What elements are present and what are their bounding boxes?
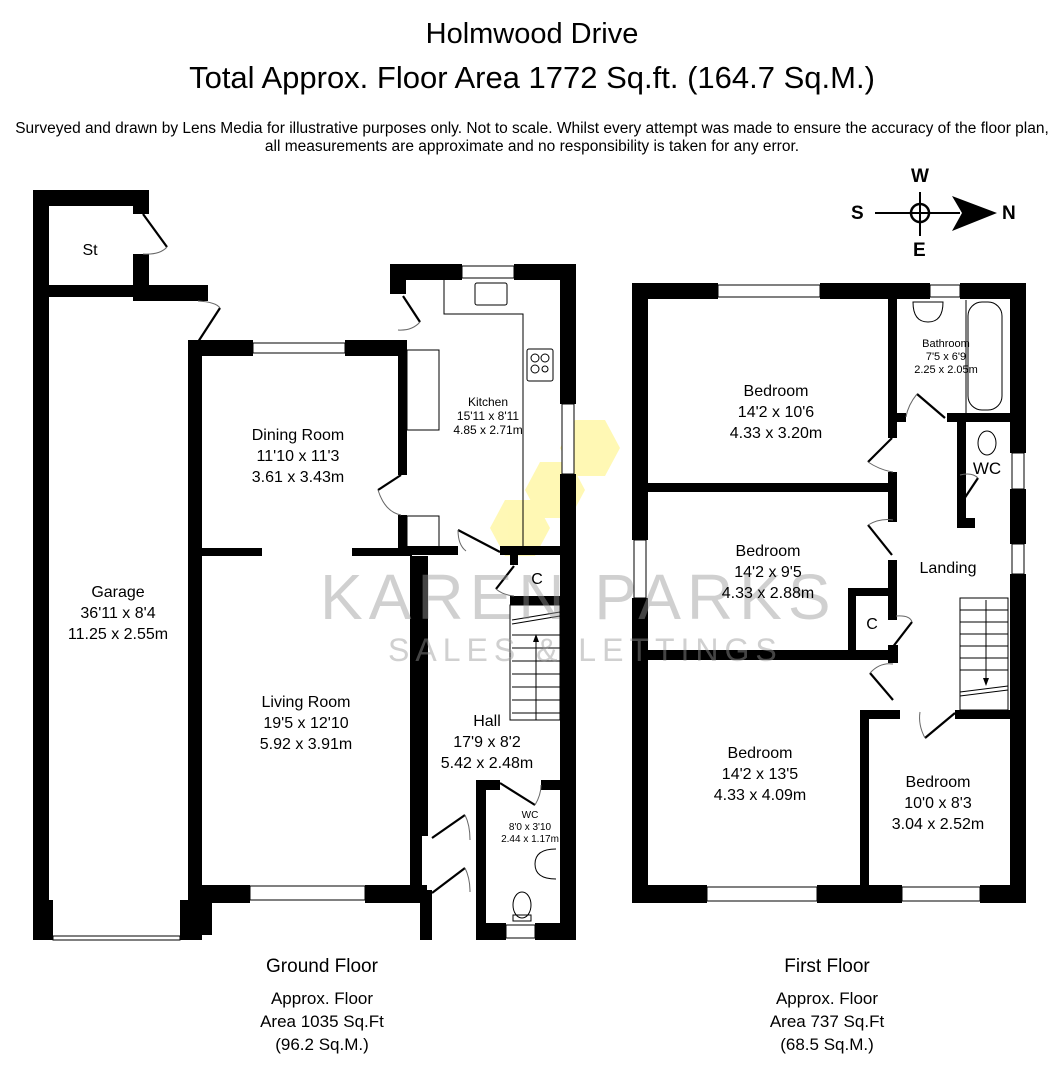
room-cupboard-first: C [866,616,878,633]
ground-floor-plan [33,190,576,941]
compass-rose [875,192,997,236]
room-landing: Landing [919,560,977,577]
room-dining-room: Dining Room 11'10 x 11'3 3.61 x 3.43m [251,427,345,486]
room-kitchen: Kitchen 15'11 x 8'11 4.85 x 2.71m [453,395,523,437]
room-store: St [82,242,98,259]
room-bedroom-4: Bedroom 10'0 x 8'3 3.04 x 2.52m [891,774,985,833]
room-bedroom-2: Bedroom 14'2 x 9'5 4.33 x 2.88m [721,543,815,602]
room-hall: Hall 17'9 x 8'2 5.42 x 2.48m [440,713,534,772]
room-garage: Garage 36'11 x 8'4 11.25 x 2.55m [67,584,169,643]
room-bathroom: Bathroom 7'5 x 6'9 2.25 x 2.05m [914,338,978,376]
total-floor-area: Total Approx. Floor Area 1772 Sq.ft. (16… [189,60,875,95]
watermark-logo [490,420,620,556]
ground-floor-caption: Ground Floor Approx. Floor Area 1035 Sq.… [260,956,384,1054]
compass-south: S [851,203,864,224]
first-floor-plan [632,283,1026,903]
room-wc-first: WC [972,459,1002,478]
room-cupboard-ground: C [531,571,543,588]
disclaimer-line-2: all measurements are approximate and no … [264,138,800,155]
room-wc-ground: WC 8'0 x 3'10 2.44 x 1.17m [501,810,559,845]
room-living-room: Living Room 19'5 x 12'10 5.92 x 3.91m [259,694,353,753]
watermark-subtext: SALES & LETTINGS [388,632,783,668]
compass-west: W [911,166,929,187]
compass-east: E [913,240,926,261]
disclaimer-line-1: Surveyed and drawn by Lens Media for ill… [15,120,1049,137]
watermark-text: KAREN PARKS [320,561,837,633]
property-title: Holmwood Drive [425,18,639,50]
first-floor-caption: First Floor Approx. Floor Area 737 Sq.Ft… [769,956,885,1054]
room-bedroom-1: Bedroom 14'2 x 10'6 4.33 x 3.20m [729,383,823,442]
compass-north: N [1002,203,1016,224]
room-bedroom-3: Bedroom 14'2 x 13'5 4.33 x 4.09m [713,745,807,804]
